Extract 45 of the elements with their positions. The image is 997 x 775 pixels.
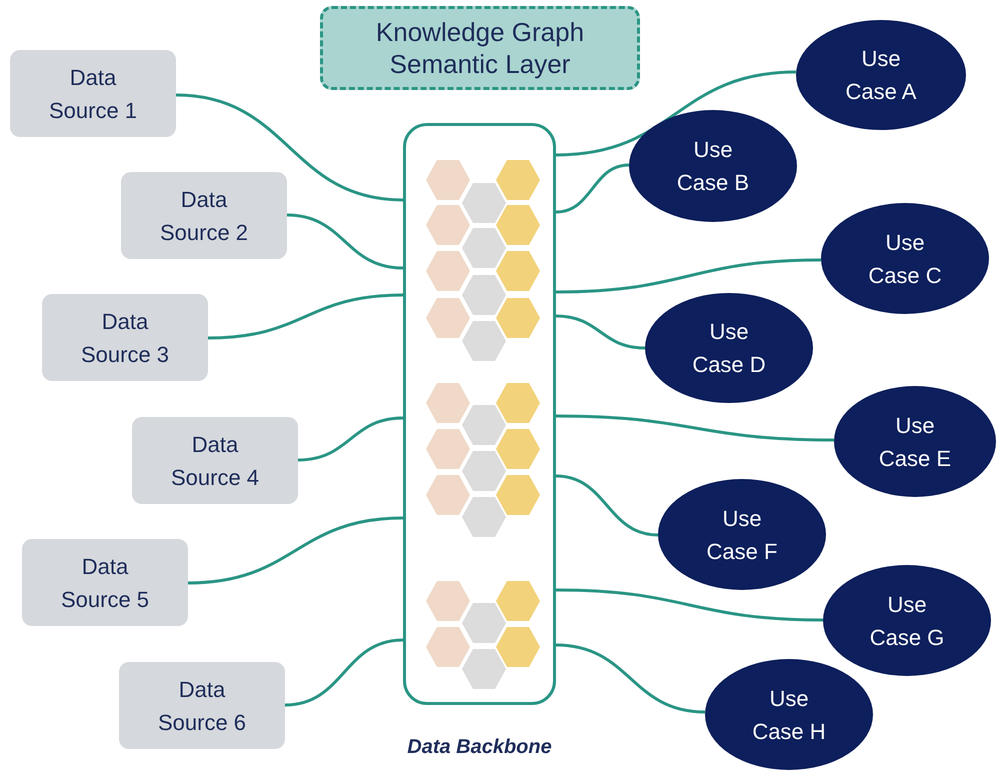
node-label: Knowledge Graph Semantic Layer <box>374 16 586 80</box>
title-box <box>320 6 640 90</box>
connector <box>298 416 404 462</box>
use-case-ellipse <box>705 659 873 770</box>
use-case-ellipse <box>658 479 826 590</box>
connector <box>556 164 630 214</box>
data-source-box <box>119 662 285 749</box>
connector <box>556 474 658 536</box>
node-label: Data Backbone <box>406 736 553 759</box>
node-label: Data Source 5 <box>60 552 150 614</box>
node-label: Use Case D <box>691 318 767 379</box>
data-source-box <box>22 539 188 626</box>
connector <box>556 414 834 442</box>
connector <box>286 214 404 270</box>
use-case-ellipse <box>821 203 989 314</box>
connector <box>556 644 706 714</box>
node-label: Data Source 6 <box>156 676 248 736</box>
node-label: Use Case E <box>878 412 952 472</box>
node-label: Use Case B <box>676 136 750 197</box>
node-label: Data Source 2 <box>158 186 250 246</box>
connector <box>284 638 404 706</box>
data-source-box <box>132 417 298 504</box>
node-label: Use Case A <box>844 45 918 106</box>
use-case-ellipse <box>834 386 996 497</box>
node-label: Use Case C <box>867 228 943 290</box>
use-case-ellipse <box>823 565 991 676</box>
use-case-ellipse <box>645 293 813 403</box>
data-source-box <box>10 50 176 137</box>
node-label: Data Source 4 <box>170 430 260 492</box>
data-source-box <box>42 294 208 381</box>
connector <box>188 516 404 584</box>
node-label: Use Case F <box>706 504 778 566</box>
connector <box>208 294 404 340</box>
connector <box>556 70 796 156</box>
data-source-box <box>121 172 287 259</box>
node-label: Use Case H <box>751 684 827 746</box>
connector <box>556 258 822 294</box>
node-label: Use Case G <box>868 590 946 652</box>
node-label: Data Source 3 <box>80 308 170 368</box>
use-case-ellipse <box>796 20 966 130</box>
connector <box>556 314 646 350</box>
use-case-ellipse <box>629 110 797 222</box>
node-label: Data Source 1 <box>48 64 138 124</box>
connector <box>556 588 824 622</box>
connector <box>176 94 404 202</box>
